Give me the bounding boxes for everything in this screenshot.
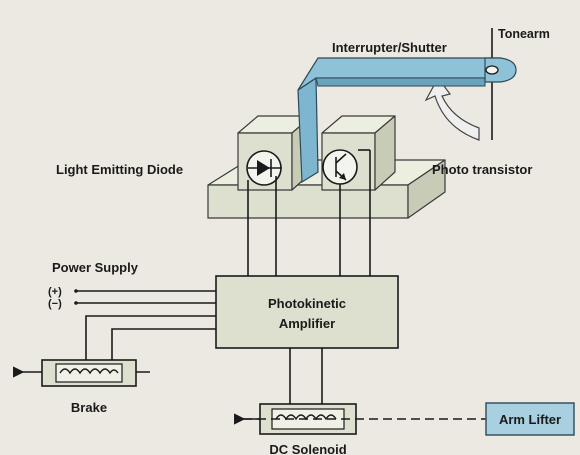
solenoid-wires [289, 348, 323, 404]
pivot-icon [485, 65, 499, 75]
brake-coil-icon [59, 368, 119, 375]
power-supply-label: Power Supply [52, 260, 139, 275]
power-supply-lines [74, 289, 216, 305]
led-symbol-icon [246, 150, 282, 186]
phototransistor-symbol-icon [322, 149, 358, 185]
amplifier-box [215, 275, 399, 349]
interrupter-label: Interrupter/Shutter [332, 40, 447, 55]
amplifier-label-line1: Photokinetic [268, 296, 346, 311]
amplifier-label-line2: Amplifier [279, 316, 335, 331]
brake-label: Brake [71, 400, 107, 415]
phototransistor-label: Photo transistor [432, 162, 532, 177]
led-label: Light Emitting Diode [56, 162, 183, 177]
rotation-arrow-icon [424, 76, 480, 141]
arm-lifter-label: Arm Lifter [499, 412, 561, 427]
minus-label: (−) [48, 298, 62, 310]
sensor-block [207, 115, 446, 219]
brake [13, 359, 150, 387]
arm-lifter-box [485, 402, 575, 436]
brake-wires [85, 315, 216, 360]
dc-solenoid-label: DC Solenoid [269, 442, 346, 455]
tonearm-label: Tonearm [498, 27, 550, 41]
plus-label: (+) [48, 286, 62, 298]
sensor-wires [247, 149, 371, 276]
interrupter-shutter [297, 57, 517, 184]
